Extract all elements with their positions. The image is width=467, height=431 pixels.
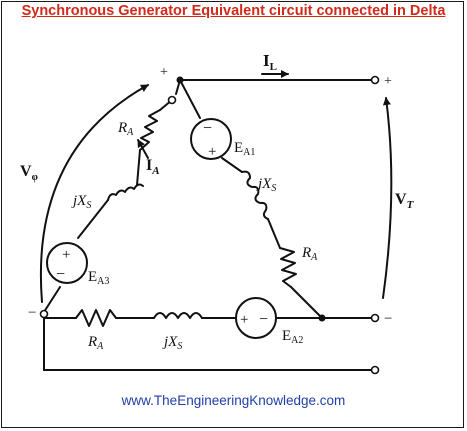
terminal-minus-sign: − [384, 311, 392, 327]
bottom-jxs-label: jXS [162, 334, 182, 352]
ea2-plus-sign: + [240, 312, 248, 328]
i-a-label: IA [146, 157, 160, 177]
right-ra-label: RA [301, 245, 318, 263]
ea1-plus-sign: + [208, 144, 216, 160]
ea1-label: EA1 [234, 140, 255, 158]
v-phi-arrow [39, 84, 149, 303]
ea2-label: EA2 [282, 328, 303, 346]
v-phi-label: Vφ [20, 163, 38, 183]
output-terminal-neutral [370, 365, 380, 375]
right-branch-wire-2 [221, 157, 243, 173]
ea3-label: EA3 [88, 269, 109, 287]
ea3-plus-sign: + [62, 247, 70, 263]
left-jxs-label: jXS [71, 193, 91, 211]
left-branch-wire-2 [77, 199, 109, 239]
bottom-resistor [75, 309, 117, 327]
i-a-arrow [137, 139, 149, 159]
ea2-minus-sign: − [259, 311, 268, 328]
ea3-minus-sign: − [56, 266, 65, 283]
bottom-ra-label: RA [87, 334, 104, 352]
left-inductor-coil [107, 183, 144, 201]
apex-node [176, 76, 184, 84]
source-ea3-circle [46, 242, 88, 284]
diagram-title: Synchronous Generator Equivalent circuit… [21, 3, 446, 19]
right-branch-wire-1 [179, 79, 201, 119]
bottom-inductor-coil [153, 312, 203, 319]
terminal-plus-sign: + [384, 74, 392, 89]
i-l-label: IL [263, 51, 277, 73]
right-inductor-coil [241, 170, 269, 220]
output-terminal-top [370, 75, 380, 85]
left-resistor [139, 109, 161, 151]
bottom-right-node [318, 314, 326, 322]
left-ra-label: RA [117, 120, 134, 138]
right-jxs-label: jXS [256, 176, 276, 194]
left-open-terminal [39, 309, 49, 319]
left-branch-wire-3 [136, 149, 141, 186]
source-ea2-circle [235, 297, 277, 339]
source-ea1-circle [190, 118, 232, 160]
right-branch-wire-4 [290, 286, 323, 319]
apex-open-terminal [167, 95, 177, 105]
ea1-minus-sign: − [203, 120, 212, 137]
v-t-label: VT [395, 191, 415, 211]
v-t-arrow [382, 97, 393, 299]
output-terminal-bottom [370, 313, 380, 323]
left-branch-wire-1 [43, 286, 61, 313]
apex-plus-sign: + [160, 65, 168, 80]
right-branch-wire-3 [267, 218, 281, 249]
footer-website-url: www.TheEngineeringKnowledge.com [121, 393, 346, 408]
left-minus-sign: − [28, 305, 36, 321]
right-resistor [279, 247, 297, 288]
